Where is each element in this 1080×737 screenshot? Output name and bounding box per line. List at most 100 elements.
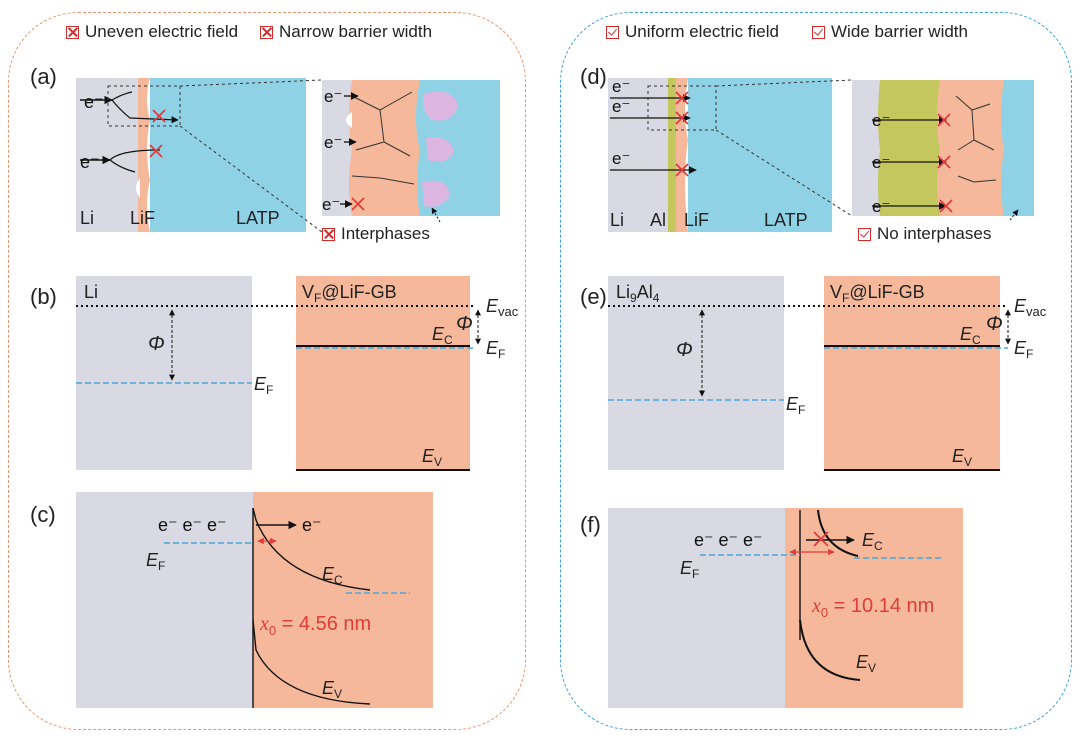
e-f-label: EF [1014,338,1033,361]
panel-d-diagram: e⁻ e⁻ e⁻ Li Al LiF LATP e⁻ e⁻ e⁻ [608,77,1034,232]
blocked-x-mark [675,111,689,125]
legend-wide-barrier-text: Wide barrier width [831,22,968,41]
e-v-label: EV [856,652,876,675]
e-c-label: EC [432,324,453,347]
legend-narrow-barrier: Narrow barrier width [260,22,432,42]
e-vac-label: Evac [1014,296,1047,319]
legend-uneven-field-text: Uneven electric field [85,22,239,41]
panel-label-d: (d) [580,64,607,89]
latp-label: LATP [236,208,280,228]
e-v-label: EV [322,678,342,701]
panel-label-f: (f) [580,512,601,537]
e-c-label: EC [322,564,343,587]
e-v-label: EV [952,446,972,469]
phi-label: Φ [986,313,1003,335]
zoom-void [346,112,352,128]
electron-out-label: e⁻ [302,515,322,535]
interface-block-label: VF@LiF-GB [302,282,397,305]
panel-label-c: (c) [30,502,56,527]
latp-label: LATP [764,210,808,230]
li-side [76,492,253,708]
zoom-li [322,80,352,216]
blocked-x-mark [937,155,951,169]
cross-box-icon [260,25,273,39]
legend-uniform-field: Uniform electric field [606,22,779,42]
electron-label: e⁻ [612,97,630,116]
legend-narrow-barrier-text: Narrow barrier width [279,22,433,41]
interphase-pointer [431,207,441,223]
barrier-width-label: x0 = 4.56 nm [259,613,371,638]
check-box-icon [812,25,825,39]
panel-b-diagram: Li VF@LiF-GB Φ Φ Evac EC EF EF EV [76,276,519,471]
zoom-box [647,85,717,131]
panel-label-b: (b) [30,284,57,309]
li9al4-e-f-label: EF [786,394,805,417]
cross-box-icon [66,25,79,39]
zoom-line [715,129,853,217]
legend-no-interphases-text: No interphases [877,224,992,243]
electron-label: e⁻ [612,77,630,96]
lif-label: LiF [684,210,709,230]
blocked-x-mark [813,531,829,547]
e-f-label: EF [486,338,505,361]
electron-path [111,99,179,124]
electron-label: e⁻ [324,87,342,106]
legend-uniform-field-text: Uniform electric field [625,22,779,41]
latp-region [688,78,832,232]
interface-side [253,492,433,708]
lif-label: LiF [130,208,155,228]
electron-label: e⁻ [872,153,890,172]
interface-block [824,276,1000,470]
phi-label: Φ [148,333,165,355]
legend-no-interphases: No interphases [858,224,991,244]
lif-void [136,178,140,198]
li9al4-block [608,276,784,470]
blocked-x-mark [937,113,951,127]
electron-label: e⁻ [324,133,342,152]
blocked-x-mark [149,144,163,158]
electron-label: e⁻ [872,111,890,130]
zoom-li [852,80,880,216]
li9al4-side [608,508,785,708]
panel-label-e: (e) [580,284,607,309]
barrier-width-label: x0 = 10.14 nm [811,595,934,620]
cross-box-icon [322,227,335,241]
latp-region [150,78,306,232]
legend-interphases-text: Interphases [341,224,430,243]
panel-e-diagram: Li9Al4 VF@LiF-GB Φ Φ Evac EC EF EF EV [608,276,1047,471]
electron-label: e⁻ [84,92,104,112]
li-region [608,78,668,232]
al-label: Al [650,210,666,230]
phi-label: Φ [676,339,693,361]
electron-path [109,159,136,173]
electron-label: e⁻ [612,149,630,168]
e-f-label: EF [146,550,165,573]
lif-layer [138,78,150,232]
li-label: Li [610,210,624,230]
interphase-particles [422,91,458,207]
interface-block-label: VF@LiF-GB [830,282,925,305]
electron-path [111,91,133,101]
electrons-label: e⁻ e⁻ e⁻ [694,530,763,550]
check-box-icon [606,25,619,39]
panel-f-diagram: e⁻ e⁻ e⁻ EF EC EV x0 = 10.14 nm [608,508,963,708]
phi-label: Φ [456,313,473,335]
panel-c-diagram: e⁻ e⁻ e⁻ e⁻ EF EC EV x0 = 4.56 nm [76,492,433,708]
e-f-label: EF [680,558,699,581]
valence-band-curve [799,619,861,681]
blocked-x-mark [939,199,953,213]
right-panel-frame [560,12,1072,730]
grain-boundaries [351,91,415,185]
valence-band-curve [252,619,371,705]
interface-block [296,276,470,470]
blocked-x-mark [152,109,166,123]
legend-wide-barrier: Wide barrier width [812,22,968,42]
li-label: Li [80,208,94,228]
electron-label: e⁻ [322,195,340,214]
left-panel-frame [8,12,526,730]
li-block [76,276,252,470]
e-vac-label: Evac [486,296,519,319]
panel-a-diagram: e⁻ e⁻ Li LiF LATP e⁻ e⁻ e⁻ [76,78,500,233]
electron-label: e⁻ [872,197,890,216]
